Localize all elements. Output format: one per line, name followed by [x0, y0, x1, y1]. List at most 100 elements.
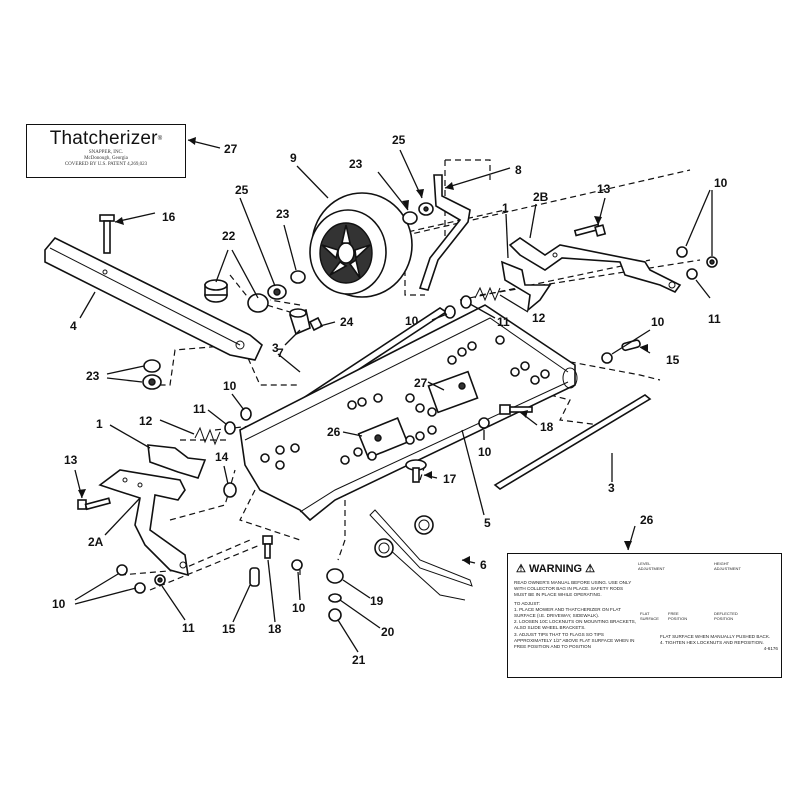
- callout-22: 22: [222, 229, 236, 243]
- callout-10: 10: [478, 445, 492, 459]
- stop-plate-upper: [500, 260, 552, 312]
- callout-15: 15: [222, 622, 236, 636]
- long-rod-lower: [493, 394, 652, 490]
- warning-step: 1. PLACE MOWER AND THATCHERIZER ON FLAT …: [514, 606, 621, 619]
- warning-footer: 4. TIGHTEN HEX LOCKNUTS AND REPOSITION.: [660, 640, 764, 646]
- fig-label-flat: FLAT SURFACE: [640, 611, 659, 621]
- callout-11: 11: [708, 312, 721, 326]
- wheel-bushings: [204, 202, 434, 336]
- tine-springs: [369, 509, 473, 601]
- bracket-2b: [508, 237, 682, 294]
- warning-step: 3. ADJUST TIPS THAT TO FLAGS SO TIPS APP…: [514, 631, 635, 650]
- bracket-2a: [98, 469, 189, 577]
- main-frame-plate: [239, 304, 576, 522]
- warning-icon: ⚠: [585, 563, 596, 575]
- bolt-18-lower: [262, 535, 273, 559]
- spring-lower: [194, 407, 252, 446]
- wheel: [309, 192, 413, 298]
- callout-23: 23: [276, 207, 290, 221]
- spring-upper: [444, 286, 501, 319]
- callout-13: 13: [597, 182, 611, 196]
- nut-10-center: [478, 417, 490, 429]
- callout-27: 27: [224, 142, 238, 156]
- callout-17: 17: [443, 472, 457, 486]
- bolt-16: [99, 214, 115, 254]
- plate-decal-27: [427, 370, 479, 414]
- callout-1: 1: [502, 201, 509, 215]
- callouts: 27 16 4 22 25 23 9 23 25 8 2B 13 10 1 11…: [52, 133, 728, 667]
- fig-label-free: FREE POSITION: [668, 611, 688, 621]
- callout-23: 23: [349, 157, 363, 171]
- brand-patent: COVERED BY U.S. PATENT 4,269,023: [64, 162, 148, 167]
- clip-24: [308, 316, 324, 332]
- callout-12: 12: [139, 414, 153, 428]
- warning-intro: READ OWNER'S MANUAL BEFORE USING. USE ON…: [514, 580, 632, 598]
- arrow-heads: [78, 137, 648, 565]
- warning-step: 2. LOOSEN 10C LOCKNUTS ON MOUNTING BRACK…: [514, 619, 637, 631]
- nuts-upper-right: [676, 246, 718, 280]
- callout-16: 16: [162, 210, 176, 224]
- callout-20: 20: [381, 625, 395, 639]
- plate-nuts: [260, 335, 550, 470]
- callout-26: 26: [327, 425, 341, 439]
- callout-1: 1: [96, 417, 103, 431]
- callout-25: 25: [392, 133, 406, 147]
- callout-24: 24: [340, 315, 354, 329]
- callout-10: 10: [52, 597, 66, 611]
- warning-icon: ⚠: [516, 563, 526, 575]
- nut-10-lower: [291, 559, 303, 571]
- callout-15: 15: [666, 353, 680, 367]
- callout-7: 7: [277, 346, 284, 360]
- callout-11: 11: [182, 621, 195, 635]
- callout-4: 4: [70, 319, 77, 333]
- callout-3: 3: [608, 481, 615, 495]
- fig-label-deflected: DEFLECTED POSITION: [714, 611, 738, 621]
- callout-10: 10: [292, 601, 306, 615]
- callout-23: 23: [86, 369, 100, 383]
- brand-maker: SNAPPER, INC.: [88, 150, 124, 155]
- plate-decal-26: [357, 417, 409, 459]
- warning-heading: WARNING: [528, 563, 583, 575]
- warning-footer: FLAT SURFACE WHEN MANUALLY PUSHED BACK.: [660, 634, 771, 639]
- bolt-13-lower: [77, 497, 111, 511]
- fig-label-height: HEIGHT ADJUSTMENT: [714, 561, 741, 571]
- nuts-lower-left: [116, 564, 166, 594]
- warning-adjust-title: TO ADJUST:: [514, 600, 540, 606]
- brand-name: Thatcherizer: [49, 128, 158, 149]
- assembly-lines: [119, 159, 701, 591]
- washer-stack: [326, 568, 344, 622]
- callout-18: 18: [268, 622, 282, 636]
- warning-code: 4-6176: [763, 646, 778, 652]
- leader-lines: [74, 139, 713, 653]
- callout-13: 13: [64, 453, 78, 467]
- warning-decal: ⚠ WARNING ⚠ READ OWNER'S MANUAL BEFORE U…: [507, 553, 782, 678]
- stop-plate-lower: [147, 444, 207, 479]
- callout-10: 10: [651, 315, 665, 329]
- callout-18: 18: [540, 420, 554, 434]
- callout-26: 26: [640, 513, 654, 527]
- handle-rod: [418, 174, 471, 291]
- callout-10: 10: [223, 379, 237, 393]
- pin-lower: [249, 567, 260, 587]
- fig-label-level: LEVEL ADJUSTMENT: [638, 561, 665, 571]
- callout-11: 11: [193, 402, 206, 416]
- callout-10: 10: [714, 176, 728, 190]
- flat-bar: [44, 237, 263, 361]
- callout-8: 8: [515, 163, 522, 177]
- callout-27: 27: [414, 376, 428, 390]
- grommets-left: [142, 359, 162, 390]
- callout-14: 14: [215, 450, 229, 464]
- nut-14: [223, 482, 237, 498]
- screw-17: [405, 459, 427, 483]
- callout-11: 11: [497, 315, 510, 329]
- registered-mark: ®: [157, 135, 163, 142]
- callout-2a: 2A: [88, 535, 104, 549]
- bolt-13-upper: [573, 223, 607, 237]
- callout-25: 25: [235, 183, 249, 197]
- callout-12: 12: [532, 311, 546, 325]
- callout-21: 21: [352, 653, 366, 667]
- brand-city: McDonough, Georgia: [84, 156, 128, 161]
- callout-3: 3: [272, 341, 279, 355]
- callout-10: 10: [405, 314, 419, 328]
